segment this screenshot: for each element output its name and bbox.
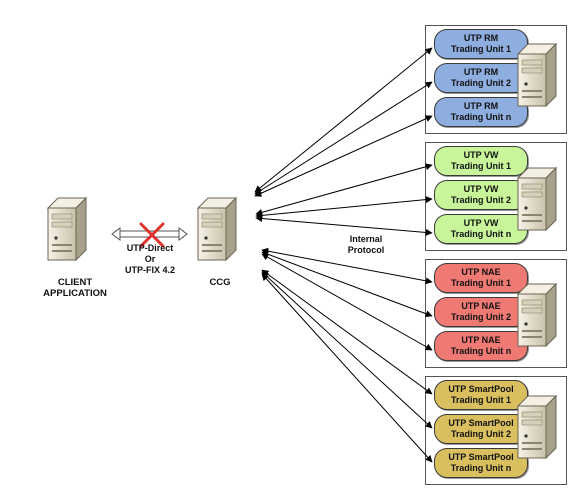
client-label: CLIENT APPLICATION [36, 277, 114, 299]
trading-unit-number: Trading Unit 1 [450, 395, 511, 405]
arrow-vw-1 [255, 163, 433, 216]
internal-protocol-line2: Protocol [347, 245, 385, 255]
internal-protocol-label: Internal Protocol [334, 234, 398, 256]
connection-label-line3: UTP-FIX 4.2 [124, 265, 175, 275]
internal-protocol-line1: Internal [349, 234, 383, 244]
internal-protocol-arrows [254, 47, 433, 463]
trading-unit-name: UTP NAE [461, 301, 501, 311]
arrow-sp-n [261, 273, 433, 463]
arrow-nae-2 [261, 250, 433, 318]
client-label-line1: CLIENT [57, 277, 93, 288]
trading-unit-name: UTP RM [463, 101, 499, 111]
trading-unit-number: Trading Unit 2 [450, 78, 511, 88]
arrow-sp-2 [261, 271, 433, 429]
client-label-line2: APPLICATION [43, 288, 107, 299]
connection-label-line2: Or [144, 254, 156, 264]
trading-unit-number: Trading Unit 2 [450, 429, 511, 439]
ccg-label-text: CCG [209, 277, 231, 288]
smartpool-server-icon [517, 395, 557, 459]
trading-unit-number: Trading Unit n [450, 463, 512, 473]
trading-unit-name: UTP VW [463, 150, 499, 160]
trading-unit-name: UTP SmartPool [448, 384, 514, 394]
arrow-rm-1 [254, 47, 433, 193]
connection-label: UTP-Direct Or UTP-FIX 4.2 [110, 243, 190, 276]
trading-unit-number: Trading Unit 1 [450, 44, 511, 54]
trading-unit-number: Trading Unit n [450, 346, 512, 356]
arrow-sp-1 [261, 269, 433, 395]
disconnected-cross-icon [139, 222, 165, 248]
ccg-server-icon [197, 197, 237, 261]
arrow-rm-2 [254, 81, 433, 195]
trading-unit-name: UTP SmartPool [448, 418, 514, 428]
trading-unit-number: Trading Unit 1 [450, 278, 511, 288]
nae-server-icon [517, 283, 557, 347]
ccg-label: CCG [200, 277, 240, 288]
trading-unit-name: UTP VW [463, 184, 499, 194]
trading-unit-number: Trading Unit 2 [450, 312, 511, 322]
arrow-vw-2 [255, 196, 433, 219]
trading-unit-number: Trading Unit 2 [450, 195, 511, 205]
trading-unit-name: UTP RM [463, 33, 499, 43]
trading-unit-name: UTP RM [463, 67, 499, 77]
vw-server-icon [517, 167, 557, 231]
client-server-icon [47, 197, 87, 261]
connection-label-line1: UTP-Direct [126, 243, 174, 253]
trading-unit-name: UTP NAE [461, 267, 501, 277]
arrow-rm-n [254, 115, 433, 197]
trading-unit-number: Trading Unit n [450, 112, 512, 122]
trading-unit-number: Trading Unit 1 [450, 161, 511, 171]
arrow-vw-n [255, 215, 433, 236]
trading-unit-name: UTP VW [463, 218, 499, 228]
trading-unit-name: UTP NAE [461, 335, 501, 345]
trading-unit-number: Trading Unit n [450, 229, 512, 239]
rm-server-icon [517, 43, 557, 107]
trading-unit-name: UTP SmartPool [448, 452, 514, 462]
